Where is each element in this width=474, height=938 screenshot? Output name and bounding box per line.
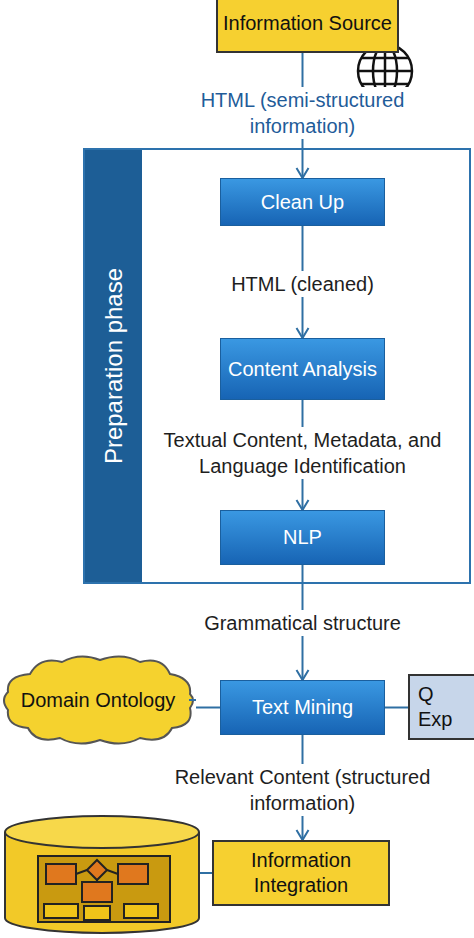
process-box: Content Analysis: [220, 338, 385, 400]
edge-label: Relevant Content (structured information…: [163, 764, 443, 816]
database-cylinder: [5, 816, 199, 933]
connector-line: [385, 707, 408, 709]
source-box: Information Source: [216, 0, 399, 53]
process-box: NLP: [220, 510, 385, 565]
edge-label: Grammatical structure: [153, 610, 453, 636]
phase-band: Preparation phase: [85, 150, 142, 582]
edge-label: HTML (cleaned): [223, 271, 383, 297]
node-label: Content Analysis: [228, 357, 377, 382]
phase-title: Preparation phase: [99, 268, 129, 464]
ontology-cloud: Domain Ontology: [0, 652, 196, 748]
node-label: NLP: [283, 525, 322, 550]
node-label: Information Source: [223, 11, 392, 36]
integration-box: Information Integration: [212, 840, 390, 906]
phase-group: Preparation phase Clean Up Content Analysi…: [83, 148, 471, 584]
edge-label: HTML (semi-structured information): [148, 87, 458, 139]
node-label: Information Integration: [214, 848, 388, 898]
node-label: Domain Ontology: [21, 688, 176, 713]
process-box: Text Mining: [220, 680, 385, 735]
edge-label: Textual Content, Metadata, and Language …: [143, 427, 463, 479]
node-label: Q Exp: [418, 682, 452, 732]
node-label: Clean Up: [261, 190, 344, 215]
process-box: Clean Up: [220, 178, 385, 226]
expansion-box: Q Exp: [408, 674, 474, 740]
connector-line: [196, 707, 220, 709]
node-label: Text Mining: [252, 695, 353, 720]
